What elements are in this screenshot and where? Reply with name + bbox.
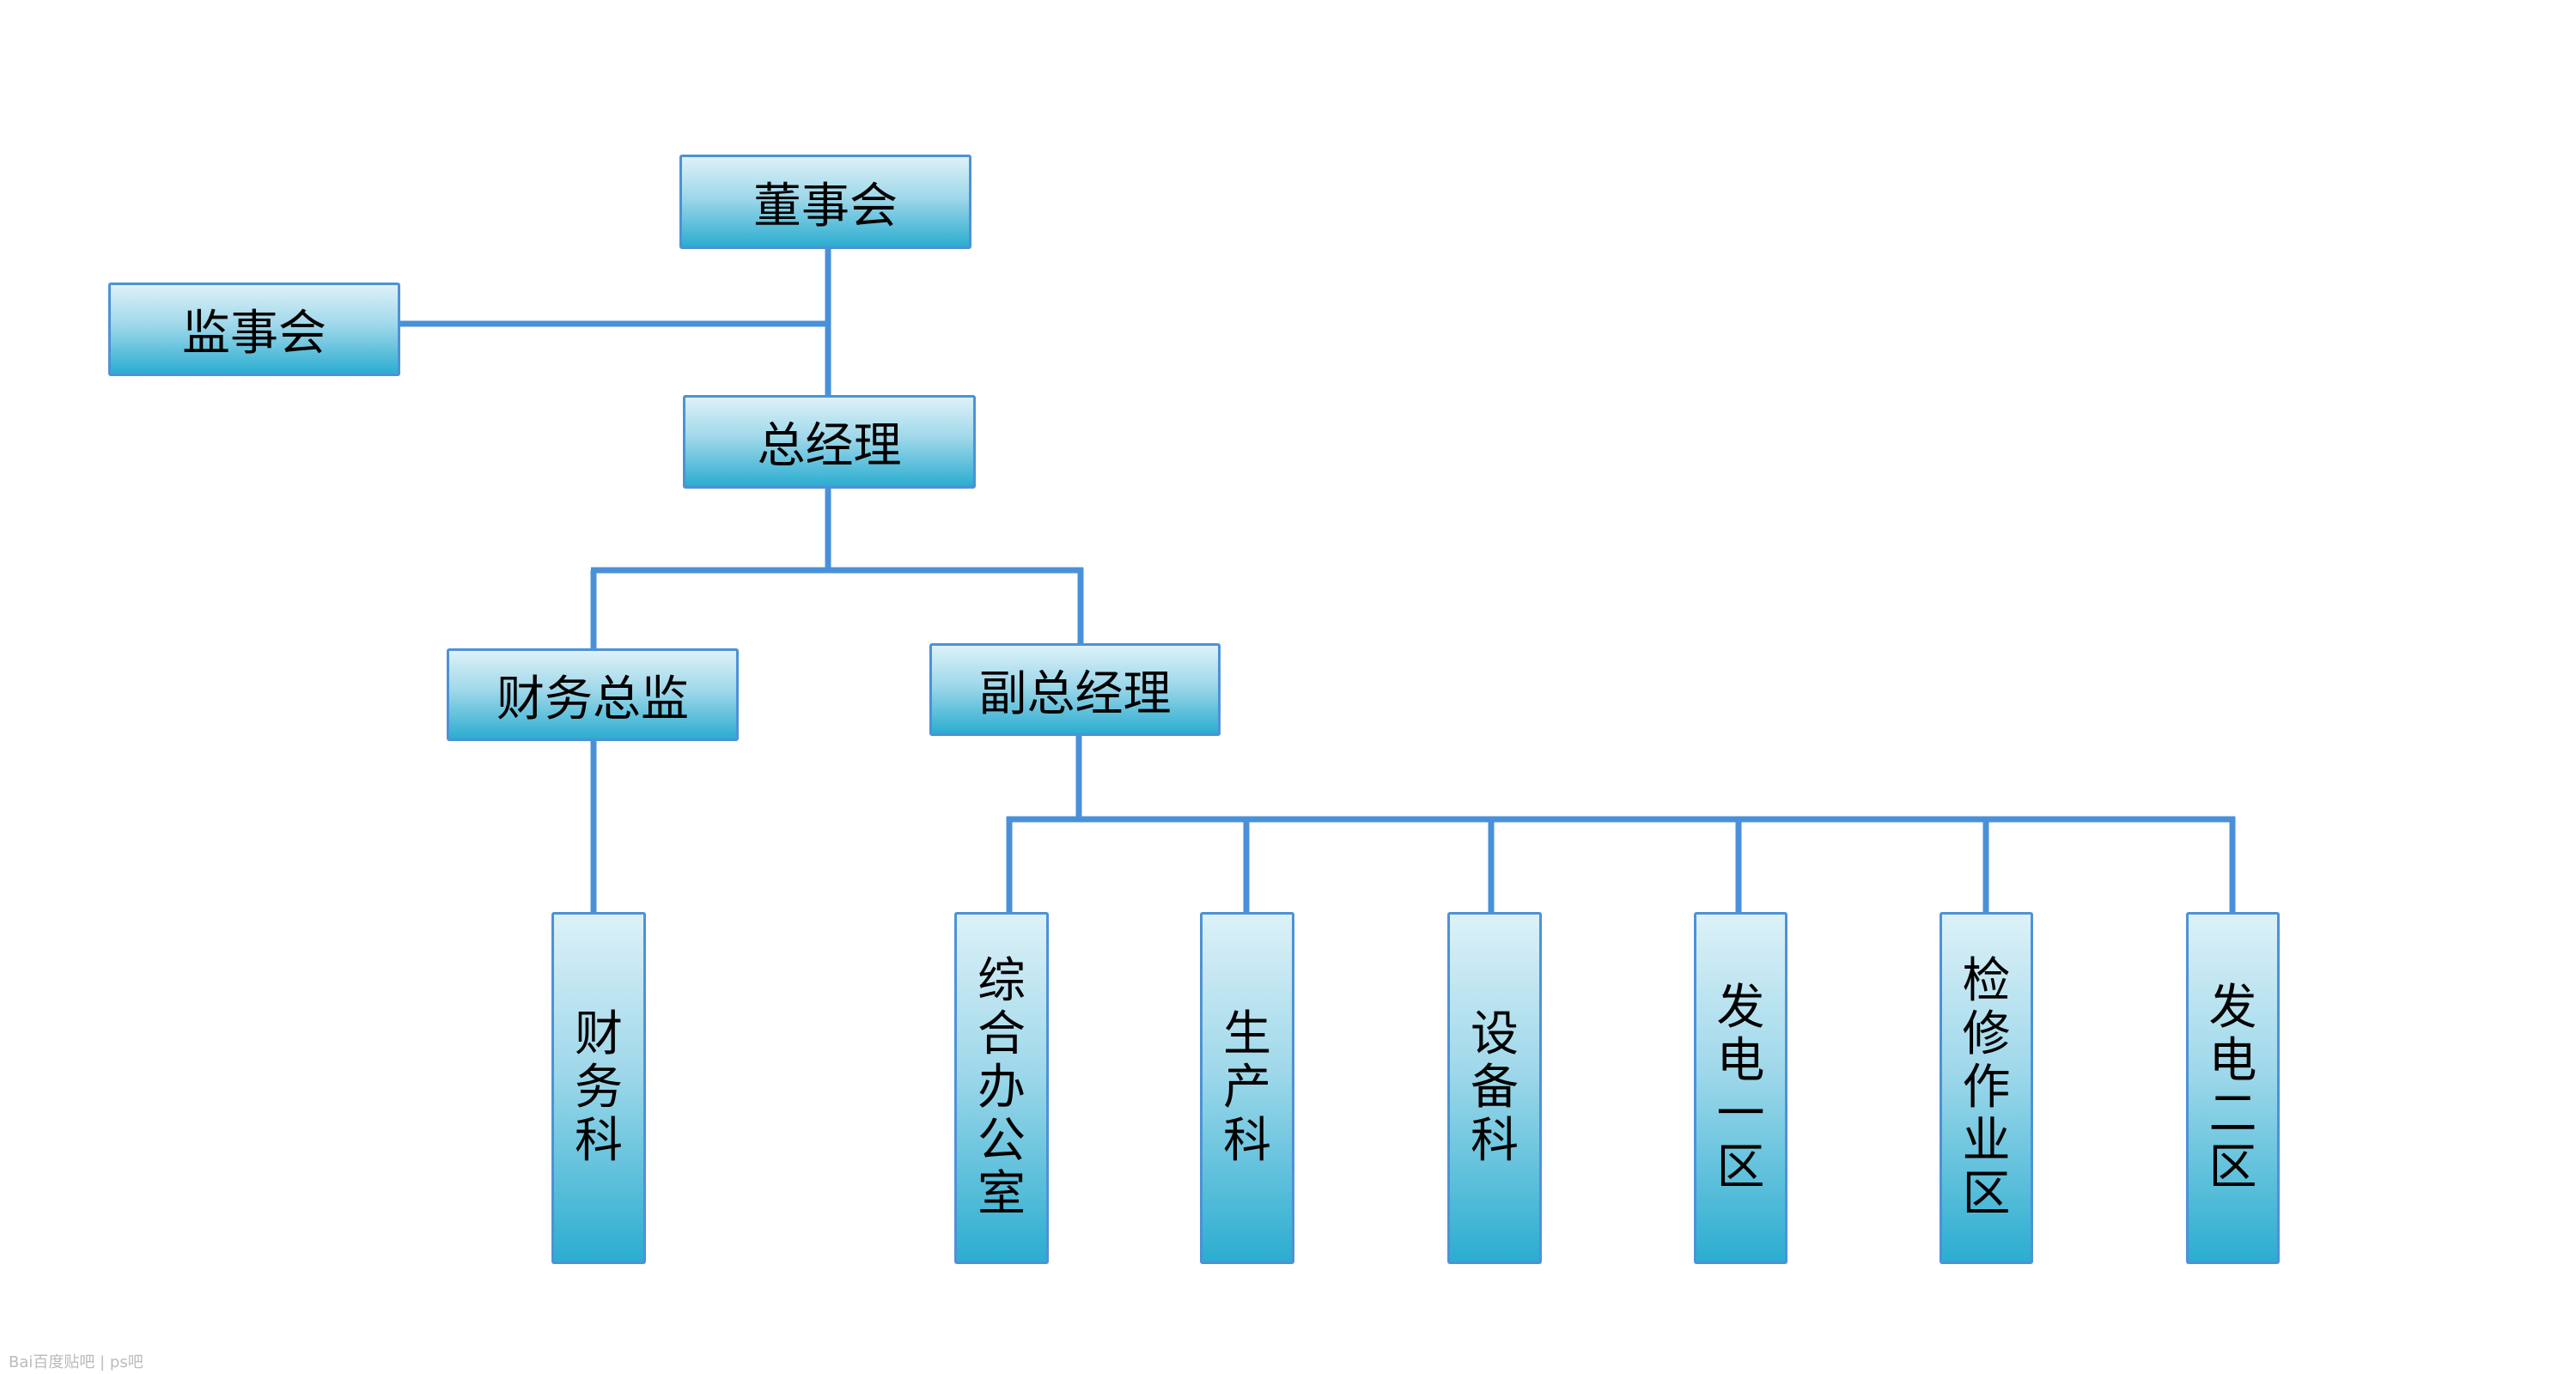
node-label: 总经理	[757, 418, 902, 474]
node-gen2: 发电二区	[2186, 912, 2280, 1264]
node-maintenance: 检修作业区	[1940, 912, 2033, 1264]
node-label: 检修作业区	[1962, 953, 2011, 1222]
node-production: 生产科	[1200, 912, 1294, 1264]
node-gm: 总经理	[683, 395, 976, 489]
node-label: 发电一区	[1716, 980, 1765, 1195]
node-label: 监事会	[182, 306, 326, 362]
node-label: 副总经理	[978, 666, 1172, 722]
node-label: 董事会	[753, 178, 898, 234]
node-finance: 财务科	[551, 912, 646, 1264]
node-label: 财务科	[575, 1006, 623, 1169]
node-gen1: 发电一区	[1694, 912, 1787, 1264]
node-equipment: 设备科	[1447, 912, 1542, 1264]
node-supervisory: 监事会	[108, 283, 400, 376]
node-board: 董事会	[679, 155, 971, 249]
node-vgm: 副总经理	[929, 643, 1221, 736]
node-office: 综合办公室	[954, 912, 1049, 1264]
watermark: Bai百度贴吧 | ps吧	[9, 1353, 143, 1371]
node-label: 生产科	[1223, 1006, 1271, 1169]
node-cfo: 财务总监	[447, 648, 739, 741]
node-label: 发电二区	[2208, 980, 2257, 1195]
node-label: 综合办公室	[977, 953, 1026, 1222]
node-label: 设备科	[1471, 1006, 1519, 1169]
node-label: 财务总监	[496, 671, 689, 727]
